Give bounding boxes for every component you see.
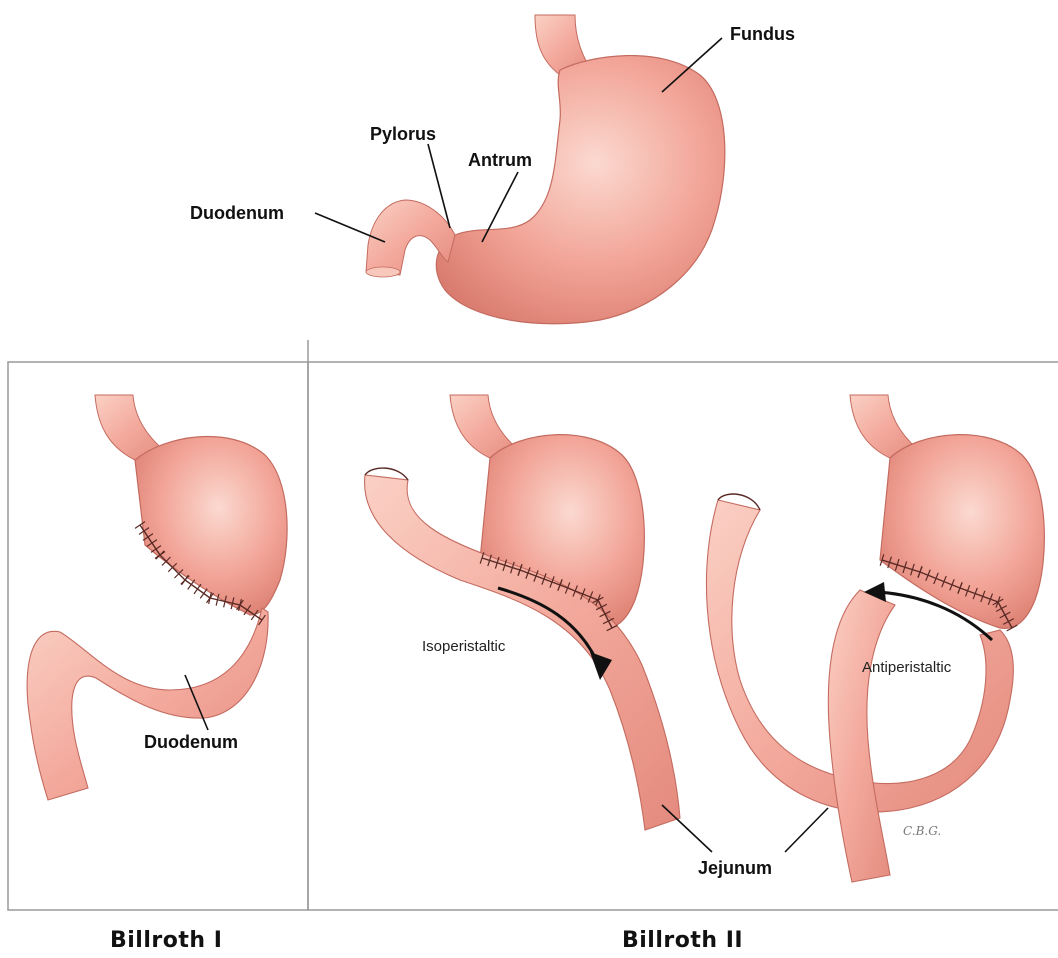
billroth2-anti (706, 395, 1044, 882)
jejunum-leader-right (785, 808, 828, 852)
isoperistaltic-label: Isoperistaltic (422, 638, 505, 655)
stomach-body (436, 56, 725, 324)
jejunum-leaders (662, 805, 828, 852)
duodenum-label-billroth1: Duodenum (144, 732, 238, 753)
duodenum-label-top: Duodenum (190, 203, 284, 224)
billroth2-caption: Billroth II (622, 928, 743, 953)
fundus-label: Fundus (730, 24, 795, 45)
suture-stitch (200, 589, 207, 599)
jejunum-label: Jejunum (698, 858, 772, 879)
b2b-stomach-remnant (880, 435, 1044, 629)
intact-stomach (366, 15, 725, 324)
b1-stomach-remnant (135, 436, 287, 615)
suture-stitch (194, 584, 201, 594)
billroth2-iso (365, 395, 680, 830)
b1-duodenum (27, 608, 268, 800)
jejunum-leader-left (662, 805, 712, 852)
billroth1-caption: Billroth I (110, 928, 222, 953)
antrum-label: Antrum (468, 150, 532, 171)
panel-frames (8, 340, 1058, 910)
pylorus-label: Pylorus (370, 124, 436, 145)
antiperistaltic-label: Antiperistaltic (862, 659, 951, 676)
artist-signature: C.B.G. (903, 824, 941, 838)
b2b-efferent-limb (828, 590, 895, 882)
